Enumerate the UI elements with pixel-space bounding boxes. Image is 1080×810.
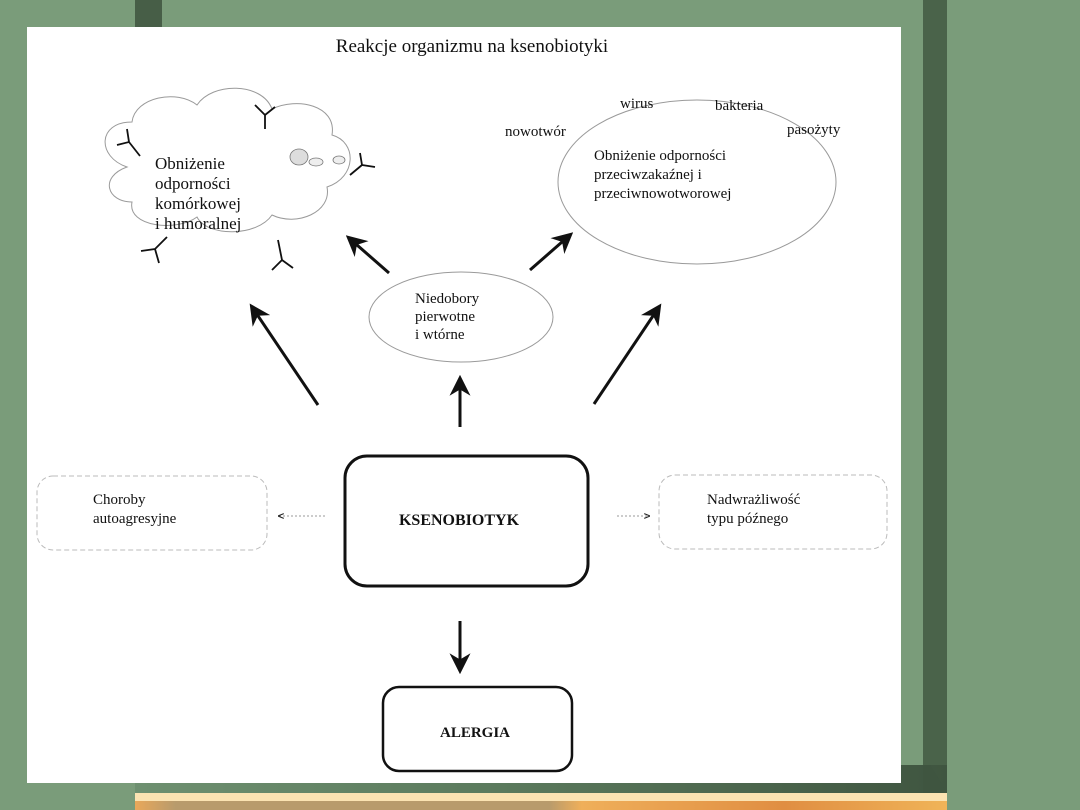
arrow-left-up [249,303,320,406]
ellipse-deficiencies: Niedobory pierwotne i wtórne [368,271,554,363]
cloud-cellular-immunity: Obniżenie odporności komórkowej i humora… [104,87,376,271]
xenobiotic-label: KSENOBIOTYK [399,512,520,529]
decor-bottom-cream-strip [135,793,947,801]
decor-bar-right [923,0,947,765]
pathogen-bacteria: bakteria [715,98,764,114]
ellipse-text: Obniżenie odporności przeciwzakaźnej i p… [594,148,731,202]
allergy-label: ALERGIA [440,725,510,741]
box-allergy: ALERGIA [381,685,574,773]
arrow-right-up [592,303,662,405]
box-xenobiotic: KSENOBIOTYK [343,454,590,588]
arrow-to-cloud-from-deficiencies [345,235,390,275]
diagram: Reakcje organizmu na ksenobiotyki Obniże… [36,36,888,773]
pathogen-tumor: nowotwór [505,124,566,140]
autoimmune-text: Choroby autoagresyjne [93,492,177,527]
decor-bar-left [135,0,162,30]
box-autoimmune: Choroby autoagresyjne [36,475,268,551]
slide-canvas: Reakcje organizmu na ksenobiotyki Obniże… [27,27,901,783]
box-hypersensitivity: Nadwrażliwość typu późnego [658,474,888,550]
antibody-icons [116,104,376,271]
pathogen-virus: wirus [620,96,653,112]
deficiencies-text: Niedobory pierwotne i wtórne [415,291,483,343]
cloud-text: Obniżenie odporności komórkowej i humora… [155,154,245,233]
hypersensitivity-text: Nadwrażliwość typu późnego [707,492,804,527]
diagram-title: Reakcje organizmu na ksenobiotyki [336,36,608,57]
arrow-to-ellipse-from-deficiencies [529,232,574,272]
pathogen-parasites: pasożyty [787,122,841,138]
cell-icons [289,148,346,167]
ellipse-infection-immunity: Obniżenie odporności przeciwzakaźnej i p… [505,96,841,265]
decor-bottom-pattern-strip [135,801,947,810]
